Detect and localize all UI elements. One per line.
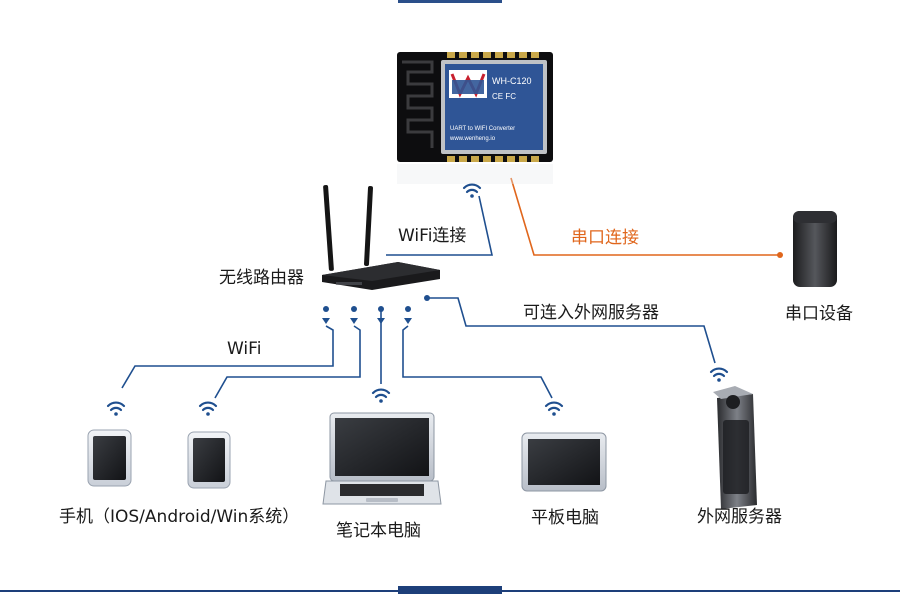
- phone2-link: [214, 325, 361, 399]
- serial-link: [510, 177, 780, 256]
- phone1-wifi-icon: [106, 401, 126, 416]
- tablet-label: 平板电脑: [531, 508, 599, 528]
- module-wifi-link: [386, 195, 493, 256]
- serial-link-end-dot: [777, 252, 783, 258]
- serial-device: [793, 211, 837, 287]
- tablet-link: [402, 325, 553, 399]
- module-model-text: WH-C120: [492, 76, 532, 86]
- tablet-wifi-icon: [544, 401, 564, 416]
- serial-connect-label: 串口连接: [571, 228, 639, 248]
- external-server-link: [427, 297, 716, 364]
- wireless-router: [322, 185, 440, 290]
- external-server-label: 外网服务器: [697, 507, 782, 527]
- laptop-label: 笔记本电脑: [336, 521, 421, 541]
- laptop: [322, 412, 442, 505]
- module-website-text: www.wenheng.io: [449, 136, 496, 142]
- module-subtitle-text: UART to WIFI Converter: [450, 126, 515, 132]
- top-pads: [447, 52, 539, 58]
- top-accent-bar: [398, 0, 502, 3]
- phones-label: 手机（IOS/Android/Win系统）: [59, 507, 300, 527]
- wh-c120-module: WH-C120 CE FC UART to WIFI Converter www…: [397, 52, 553, 162]
- bottom-pads: [447, 156, 539, 162]
- external-access-label: 可连入外网服务器: [523, 303, 659, 323]
- tablet: [521, 432, 607, 492]
- wifi-connect-label: WiFi连接: [398, 226, 467, 246]
- module-reflection: [397, 164, 553, 184]
- phone2-wifi-icon: [198, 401, 218, 416]
- module-cert-marks: CE FC: [492, 92, 516, 101]
- router-port-dots: [322, 295, 430, 324]
- wifi-label: WiFi: [227, 339, 262, 359]
- server-wifi-icon: [709, 367, 729, 382]
- bottom-accent-bar: [398, 586, 502, 594]
- wifi-icons: [106, 183, 729, 416]
- phone1-link: [121, 325, 334, 389]
- external-server: [713, 386, 757, 509]
- serial-device-label: 串口设备: [785, 304, 853, 324]
- phone-2: [187, 431, 231, 489]
- laptop-wifi-icon: [371, 388, 391, 403]
- connection-lines: [121, 177, 783, 399]
- router-label: 无线路由器: [219, 268, 304, 288]
- pcb-antenna: [402, 60, 434, 148]
- phone-1: [87, 429, 132, 487]
- module-wifi-icon: [462, 183, 482, 198]
